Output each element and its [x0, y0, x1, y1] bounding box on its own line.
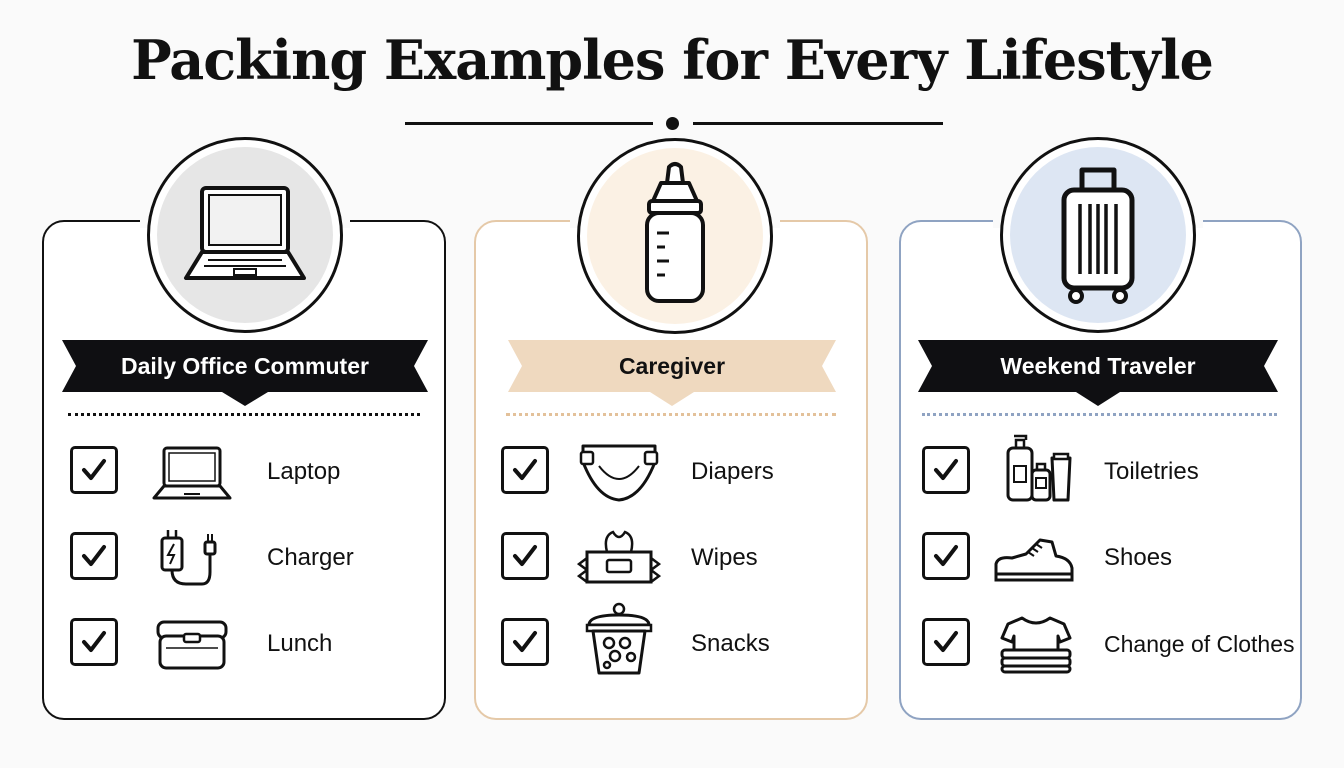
diaper-icon	[579, 444, 659, 502]
laptop-icon	[184, 186, 306, 280]
charger-icon	[160, 530, 217, 586]
page-title: Packing Examples for Every Lifestyle	[131, 28, 1214, 92]
checkbox-toiletries[interactable]	[922, 446, 970, 494]
snack-container-icon	[585, 602, 653, 675]
checkbox-laptop[interactable]	[70, 446, 118, 494]
suitcase-icon	[1061, 167, 1135, 304]
checkbox-shoes[interactable]	[922, 532, 970, 580]
wipes-icon	[577, 530, 661, 584]
checkmark-icon	[513, 631, 537, 652]
checkbox-diapers[interactable]	[501, 446, 549, 494]
list-item-change-of-clothes: Change of Clothes	[922, 616, 1295, 674]
item-label: Wipes	[691, 544, 758, 571]
checkbox-snacks[interactable]	[501, 618, 549, 666]
list-item-laptop: Laptop	[70, 444, 430, 500]
hero-suitcase-circle	[1000, 137, 1196, 333]
baby-bottle-icon	[645, 162, 705, 303]
item-label: Laptop	[267, 458, 341, 485]
banner-daily-office-commuter: Daily Office Commuter	[62, 340, 428, 406]
item-label: Toiletries	[1104, 458, 1199, 485]
lunch-box-icon	[156, 620, 228, 670]
list-item-toiletries: Toiletries	[922, 434, 1292, 502]
checkmark-icon	[934, 631, 958, 652]
banner-weekend-traveler: Weekend Traveler	[918, 340, 1278, 406]
checkmark-icon	[934, 459, 958, 480]
list-item-shoes: Shoes	[922, 530, 1292, 586]
checkbox-wipes[interactable]	[501, 532, 549, 580]
card-title: Caregiver	[618, 353, 726, 379]
title-divider	[405, 112, 945, 134]
list-item-lunch: Lunch	[70, 616, 430, 672]
dotted-separator	[68, 413, 420, 417]
hero-laptop-circle	[147, 137, 343, 333]
item-label: Lunch	[267, 630, 333, 657]
list-item-charger: Charger	[70, 530, 430, 586]
dotted-separator	[506, 413, 836, 417]
item-label: Charger	[267, 544, 354, 571]
checkmark-icon	[82, 545, 106, 566]
item-label: Snacks	[691, 630, 770, 657]
list-item-snacks: Snacks	[501, 602, 851, 675]
laptop-icon	[152, 446, 232, 500]
dotted-separator	[922, 413, 1277, 417]
checkmark-icon	[82, 631, 106, 652]
checkmark-icon	[934, 545, 958, 566]
toiletries-icon	[1006, 434, 1072, 502]
list-item-wipes: Wipes	[501, 530, 851, 586]
card-title: Weekend Traveler	[1000, 353, 1196, 379]
item-label: Change of Clothes	[1104, 631, 1295, 657]
checkbox-lunch[interactable]	[70, 618, 118, 666]
checkmark-icon	[513, 459, 537, 480]
banner-caregiver: Caregiver	[508, 340, 836, 406]
hero-baby-bottle-circle	[577, 138, 773, 334]
list-item-diapers: Diapers	[501, 444, 851, 502]
checkbox-charger[interactable]	[70, 532, 118, 580]
folded-clothes-icon	[1000, 616, 1072, 674]
checkmark-icon	[82, 459, 106, 480]
item-label: Shoes	[1104, 544, 1173, 571]
checkmark-icon	[513, 545, 537, 566]
checkbox-change-of-clothes[interactable]	[922, 618, 970, 666]
item-label: Diapers	[691, 458, 774, 485]
card-title: Daily Office Commuter	[121, 353, 369, 379]
shoe-icon	[994, 538, 1074, 582]
